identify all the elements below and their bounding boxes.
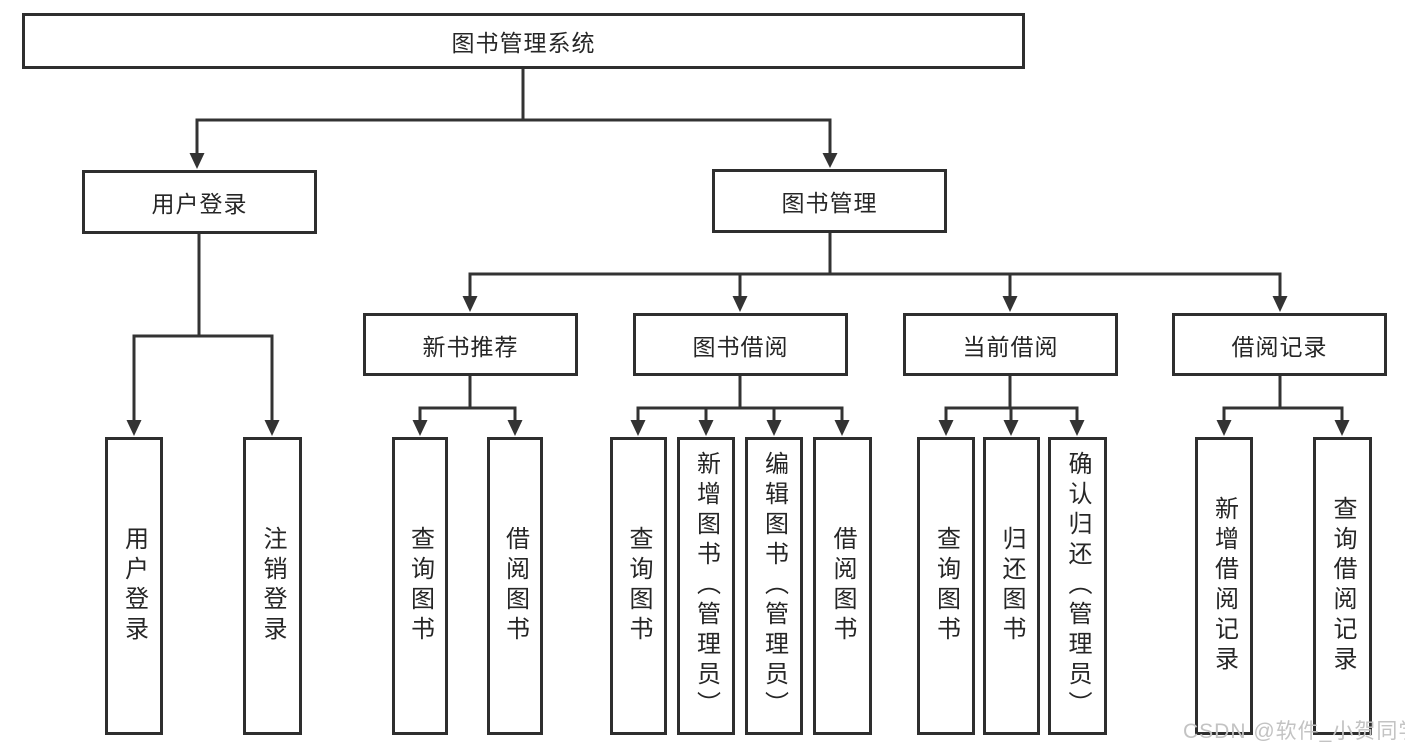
leaf-query-book-current: 查询图书 (917, 437, 975, 735)
leaf-confirm-return-admin: 确认归还（管理员） (1048, 437, 1107, 735)
leaf-return-book: 归还图书 (983, 437, 1040, 735)
node-borrow-records: 借阅记录 (1172, 313, 1387, 376)
node-book-borrow: 图书借阅 (633, 313, 848, 376)
csdn-watermark: CSDN @软件_小贺同学 (1183, 720, 1405, 743)
node-new-book-recommend: 新书推荐 (363, 313, 578, 376)
node-label: 新书推荐 (422, 333, 519, 360)
leaf-edit-book-admin: 编辑图书（管理员） (745, 437, 803, 735)
node-label: 借阅图书 (829, 526, 856, 646)
node-user-login: 用户登录 (82, 170, 317, 234)
node-label: 查询借阅记录 (1329, 496, 1356, 676)
leaf-query-book-recommend: 查询图书 (392, 437, 448, 735)
node-label: 图书管理系统 (451, 30, 596, 56)
node-label: 查询图书 (406, 526, 434, 646)
node-label: 图书管理 (781, 190, 878, 216)
node-label: 编辑图书（管理员） (760, 451, 788, 721)
node-label: 注销登录 (259, 526, 286, 646)
node-label: 查询图书 (932, 526, 960, 646)
leaf-add-borrow-record: 新增借阅记录 (1195, 437, 1253, 735)
node-current-borrow: 当前借阅 (903, 313, 1118, 376)
node-label: 图书借阅 (692, 333, 789, 360)
leaf-logout: 注销登录 (243, 437, 302, 735)
node-label: 新增图书（管理员） (692, 451, 720, 721)
node-label: 用户登录 (120, 526, 148, 646)
node-label: 当前借阅 (962, 333, 1059, 360)
node-label: 新增借阅记录 (1210, 496, 1238, 676)
node-book-management: 图书管理 (712, 169, 947, 233)
node-label: 确认归还（管理员） (1064, 451, 1091, 721)
leaf-query-borrow-record: 查询借阅记录 (1313, 437, 1372, 735)
leaf-user-login: 用户登录 (105, 437, 163, 735)
leaf-borrow-book: 借阅图书 (813, 437, 872, 735)
node-label: 归还图书 (998, 526, 1025, 646)
leaf-borrow-book-recommend: 借阅图书 (487, 437, 543, 735)
node-label: 查询图书 (625, 526, 652, 646)
leaf-add-book-admin: 新增图书（管理员） (677, 437, 735, 735)
node-label: 借阅记录 (1231, 333, 1328, 360)
node-label: 借阅图书 (501, 526, 529, 646)
node-library-management-system: 图书管理系统 (22, 13, 1025, 69)
leaf-query-book-borrow: 查询图书 (610, 437, 667, 735)
node-label: 用户登录 (151, 191, 248, 217)
